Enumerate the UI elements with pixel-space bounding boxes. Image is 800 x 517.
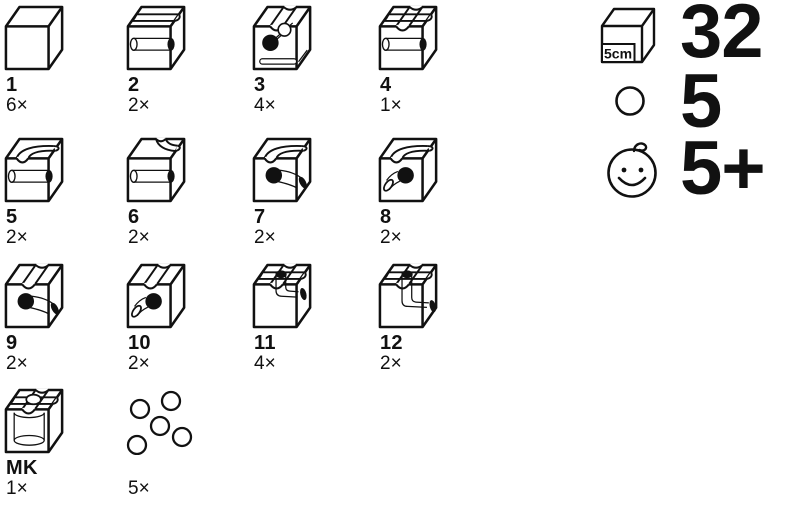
part-card-marbles: 5× bbox=[126, 385, 240, 499]
part-number: 6 bbox=[128, 206, 140, 228]
part-count: 2× bbox=[254, 227, 276, 248]
part-card-7: 7 2× bbox=[252, 134, 366, 248]
size-cube-icon: 5cm bbox=[600, 6, 658, 64]
part-count: 2× bbox=[380, 227, 402, 248]
cube-size-label: 5cm bbox=[604, 46, 632, 62]
part-card-2: 2 2× bbox=[126, 2, 240, 116]
part-card-12: 12 2× bbox=[378, 260, 492, 374]
cube-cross-groove-vertical-tunnel-icon bbox=[252, 260, 366, 330]
cube-plain-icon bbox=[4, 2, 118, 72]
part-count: 4× bbox=[254, 95, 276, 116]
part-number: 9 bbox=[6, 332, 18, 354]
part-card-9: 9 2× bbox=[4, 260, 118, 374]
cube-curve-groove-tunnel-icon bbox=[4, 134, 118, 204]
part-count: 5× bbox=[128, 478, 150, 499]
part-count: 4× bbox=[254, 353, 276, 374]
cube-groove-diagonal-tunnel-slot-icon bbox=[252, 2, 366, 72]
cube-groove-curve-tunnel-left-icon bbox=[126, 260, 240, 330]
part-count: 2× bbox=[128, 227, 150, 248]
cube-cross-groove-deep-vertical-tunnel-icon bbox=[378, 260, 492, 330]
cube-groove-curve-tunnel-right-icon bbox=[4, 260, 118, 330]
part-card-mk: MK 1× bbox=[4, 385, 118, 499]
cube-curve-groove-curve-tunnel-right-icon bbox=[252, 134, 366, 204]
cube-cross-groove-tunnel-icon bbox=[378, 2, 492, 72]
cube-straight-groove-tunnel-icon bbox=[126, 2, 240, 72]
part-card-8: 8 2× bbox=[378, 134, 492, 248]
marbles-icon bbox=[126, 385, 240, 455]
part-number: MK bbox=[6, 457, 38, 479]
part-count: 2× bbox=[380, 353, 402, 374]
part-count: 1× bbox=[380, 95, 402, 116]
part-count: 6× bbox=[6, 95, 28, 116]
part-number: 11 bbox=[254, 332, 276, 354]
marble-count: 5 bbox=[680, 59, 722, 144]
cube-curve-groove-curve-tunnel-left-icon bbox=[378, 134, 492, 204]
part-card-10: 10 2× bbox=[126, 260, 240, 374]
part-number: 3 bbox=[254, 74, 266, 96]
part-count: 1× bbox=[6, 478, 28, 499]
part-number: 2 bbox=[128, 74, 140, 96]
part-card-5: 5 2× bbox=[4, 134, 118, 248]
part-card-4: 4 1× bbox=[378, 2, 492, 116]
cube-back-curve-groove-tunnel-icon bbox=[126, 134, 240, 204]
part-number: 4 bbox=[380, 74, 392, 96]
part-number: 7 bbox=[254, 206, 266, 228]
part-number bbox=[128, 458, 240, 479]
part-count: 2× bbox=[128, 353, 150, 374]
mk-cube-icon bbox=[4, 385, 118, 455]
part-card-1: 1 6× bbox=[4, 2, 118, 116]
part-count: 2× bbox=[6, 227, 28, 248]
part-count: 2× bbox=[6, 353, 28, 374]
part-number: 10 bbox=[128, 332, 151, 354]
cube-count: 32 bbox=[680, 0, 764, 74]
part-count: 2× bbox=[128, 95, 150, 116]
part-card-6: 6 2× bbox=[126, 134, 240, 248]
marble-icon bbox=[613, 84, 647, 118]
part-card-11: 11 4× bbox=[252, 260, 366, 374]
age-baby-icon bbox=[605, 142, 661, 202]
part-number: 8 bbox=[380, 206, 392, 228]
part-number: 1 bbox=[6, 74, 18, 96]
part-number: 12 bbox=[380, 332, 403, 354]
part-card-3: 3 4× bbox=[252, 2, 366, 116]
age-rating: 5+ bbox=[680, 126, 766, 211]
part-number: 5 bbox=[6, 206, 18, 228]
